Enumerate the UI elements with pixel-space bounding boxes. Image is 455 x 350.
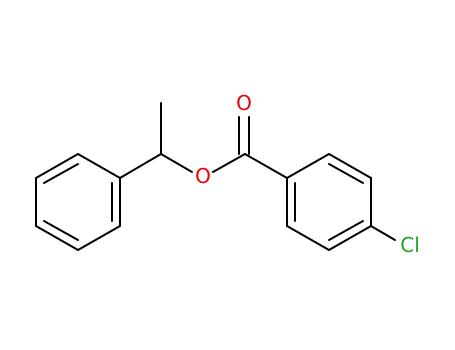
bond bbox=[328, 225, 372, 251]
bond bbox=[328, 153, 372, 179]
bond bbox=[77, 225, 121, 251]
carbonyl-oxygen-label: O bbox=[236, 91, 252, 115]
phenyl-ring bbox=[35, 153, 121, 251]
bond bbox=[160, 153, 193, 173]
bond bbox=[119, 153, 162, 179]
bond bbox=[35, 153, 79, 179]
ethyl-linker bbox=[119, 102, 193, 179]
bond bbox=[212, 153, 246, 173]
bond bbox=[286, 225, 330, 251]
chlorine-bond bbox=[370, 225, 396, 241]
bond bbox=[286, 153, 330, 179]
ester-group bbox=[212, 116, 288, 179]
bond bbox=[244, 153, 288, 179]
chlorine-label: Cl bbox=[400, 233, 420, 257]
double-bond-inner bbox=[328, 163, 364, 184]
bond bbox=[35, 225, 79, 251]
bond bbox=[77, 153, 121, 179]
ester-oxygen-label: O bbox=[195, 164, 211, 188]
double-bond-inner bbox=[328, 220, 364, 241]
chlorophenyl-ring bbox=[286, 153, 396, 251]
double-bond-inner bbox=[43, 220, 79, 241]
double-bond-inner bbox=[43, 163, 79, 184]
